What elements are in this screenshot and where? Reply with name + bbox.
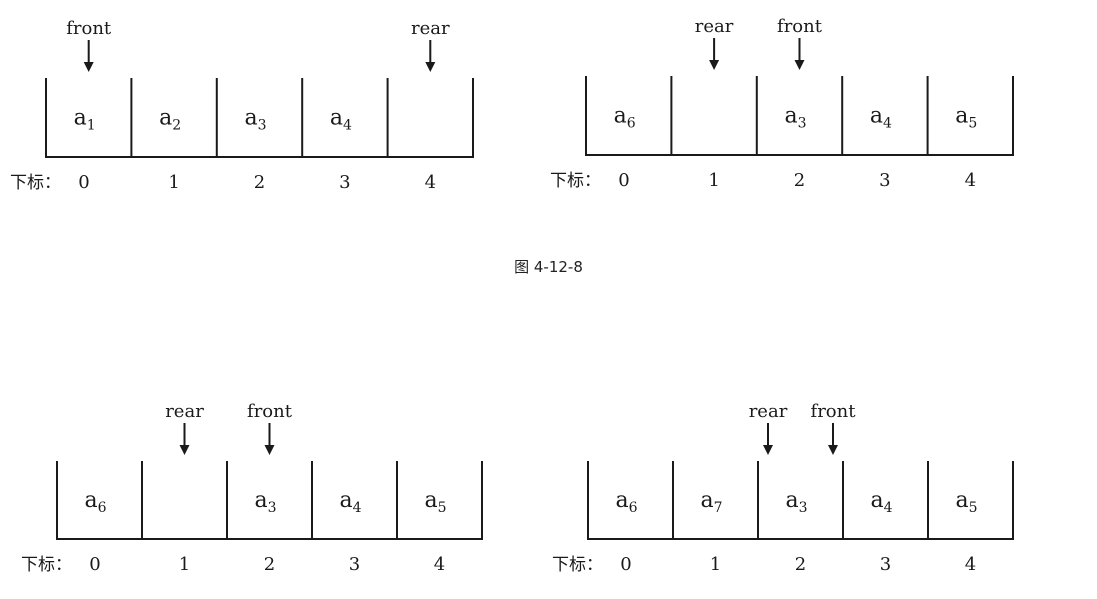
cell-value: a4 <box>339 488 361 516</box>
index-number: 3 <box>339 172 350 193</box>
pointer-arrow-head <box>763 445 773 455</box>
index-row-label: 下标： <box>550 171 601 191</box>
index-number: 3 <box>349 554 360 575</box>
cell-value: a5 <box>955 104 977 132</box>
cell-subscript: 4 <box>883 116 892 132</box>
cell-value: a4 <box>330 106 352 134</box>
index-number: 0 <box>620 554 631 575</box>
cell-subscript: 3 <box>258 118 267 134</box>
queue-diagram-1: a1 a2 a3 a4 下标： 0 1 2 3 4 front rear <box>10 18 474 193</box>
pointer-arrow-head <box>425 62 436 72</box>
pointer-arrow-head <box>83 62 94 72</box>
cell-subscript: 5 <box>968 116 977 132</box>
cell-subscript: 4 <box>353 500 362 516</box>
cell-subscript: 4 <box>343 118 352 134</box>
index-number: 0 <box>78 172 89 193</box>
index-number: 4 <box>965 170 976 191</box>
pointer-arrow-head <box>828 445 838 455</box>
index-row-label: 下标： <box>10 173 61 193</box>
index-row-label: 下标： <box>21 555 72 575</box>
index-number: 3 <box>879 170 890 191</box>
pointer-front-label: front <box>66 18 112 39</box>
index-number: 1 <box>179 554 190 575</box>
pointer-front-label: front <box>811 401 857 422</box>
queue-diagram-4: a6 a7 a3 a4 a5 下标： 0 1 2 3 4 rear front <box>552 401 1014 575</box>
cell-subscript: 3 <box>799 500 808 516</box>
cell-value: a4 <box>870 488 892 516</box>
cell-subscript: 5 <box>969 500 978 516</box>
index-number: 1 <box>708 170 719 191</box>
index-number: 2 <box>794 170 805 191</box>
pointer-front-label: front <box>247 401 293 422</box>
cell-subscript: 5 <box>438 500 447 516</box>
cell-subscript: 6 <box>629 500 638 516</box>
index-number: 3 <box>880 554 891 575</box>
index-number: 4 <box>965 554 976 575</box>
index-number: 2 <box>795 554 806 575</box>
cell-value: a4 <box>870 104 892 132</box>
figure-caption: 图 4-12-8 <box>514 258 583 276</box>
cell-subscript: 3 <box>268 500 277 516</box>
index-number: 4 <box>425 172 436 193</box>
pointer-rear-label: rear <box>749 401 788 422</box>
index-number: 2 <box>254 172 265 193</box>
cell-subscript: 6 <box>98 500 107 516</box>
cell-value: a7 <box>700 488 722 516</box>
pointer-rear-label: rear <box>411 18 450 39</box>
cell-subscript: 2 <box>172 118 181 134</box>
pointer-arrow-head <box>709 60 720 70</box>
index-number: 1 <box>168 172 179 193</box>
cell-subscript: 1 <box>87 118 96 134</box>
cell-value: a6 <box>84 488 106 516</box>
pointer-arrow-head <box>794 60 805 70</box>
cell-value: a6 <box>615 488 637 516</box>
pointer-arrow-head <box>179 445 190 455</box>
cell-value: a5 <box>424 488 446 516</box>
index-number: 2 <box>264 554 275 575</box>
pointer-arrow-head <box>264 445 275 455</box>
index-number: 1 <box>710 554 721 575</box>
pointer-rear-label: rear <box>695 16 734 37</box>
index-number: 4 <box>434 554 445 575</box>
index-row-label: 下标： <box>552 555 603 575</box>
cell-value: a3 <box>785 488 807 516</box>
index-number: 0 <box>89 554 100 575</box>
cell-value: a1 <box>74 106 96 134</box>
cell-value: a6 <box>614 104 636 132</box>
cell-value: a3 <box>784 104 806 132</box>
queue-diagram-3: a6 a3 a4 a5 下标： 0 1 2 3 4 rear front <box>21 401 483 575</box>
cell-value: a2 <box>159 106 181 134</box>
cell-subscript: 7 <box>714 500 723 516</box>
cell-value: a3 <box>254 488 276 516</box>
cell-subscript: 6 <box>627 116 636 132</box>
pointer-rear-label: rear <box>165 401 204 422</box>
cell-subscript: 3 <box>798 116 807 132</box>
pointer-front-label: front <box>777 16 823 37</box>
cell-value: a5 <box>955 488 977 516</box>
queue-diagram-2: a6 a3 a4 a5 下标： 0 1 2 3 4 rear front <box>550 16 1014 191</box>
cell-subscript: 4 <box>884 500 893 516</box>
index-number: 0 <box>618 170 629 191</box>
cell-value: a3 <box>244 106 266 134</box>
